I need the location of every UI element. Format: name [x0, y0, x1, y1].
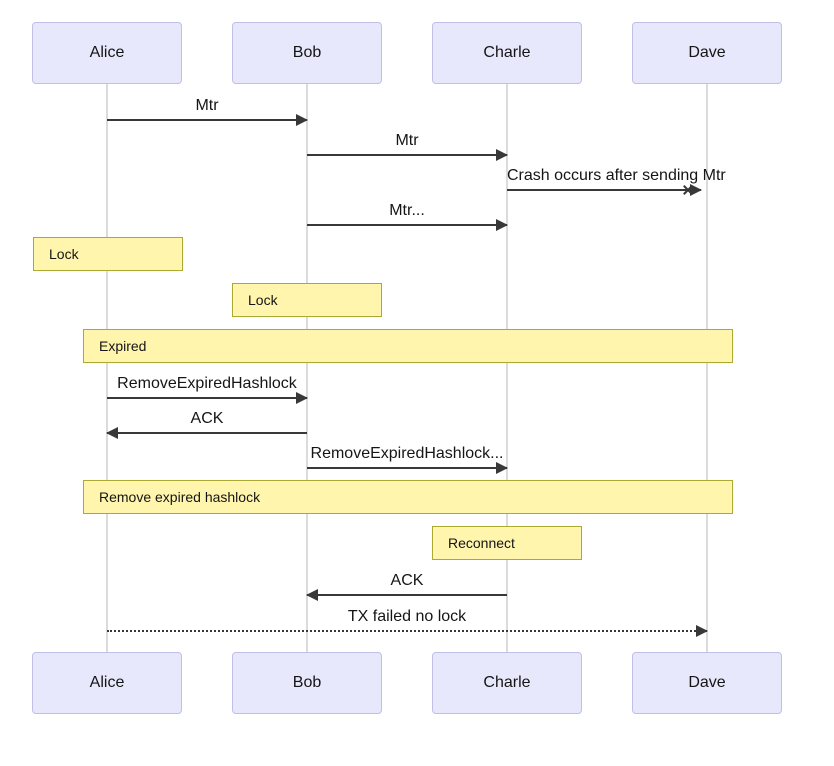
message-label: Mtr — [395, 132, 419, 149]
message-txfailed-alice-dave: TX failed no lock — [107, 606, 708, 637]
message-mtr-bob-charle: Mtr — [307, 130, 508, 161]
message-label: Crash occurs after sending Mtr — [507, 167, 726, 184]
arrowhead-right-icon — [296, 114, 308, 126]
actor-bottom-charle: Charle — [432, 652, 582, 714]
actor-label: Charle — [483, 674, 531, 691]
actor-top-dave: Dave — [632, 22, 782, 84]
note-lock-alice: Lock — [33, 237, 183, 271]
actor-label: Bob — [292, 44, 322, 61]
note-label: Lock — [248, 292, 278, 308]
actor-label: Bob — [292, 674, 322, 691]
note-lock-bob: Lock — [232, 283, 382, 317]
lifeline-dave — [706, 84, 708, 652]
note-label: Reconnect — [448, 535, 515, 551]
message-line — [307, 594, 507, 596]
arrowhead-right-icon — [696, 625, 708, 637]
actor-bottom-dave: Dave — [632, 652, 782, 714]
message-line-dotted — [107, 630, 707, 632]
arrowhead-right-icon — [496, 149, 508, 161]
message-line — [307, 154, 507, 156]
arrowhead-right-icon — [496, 462, 508, 474]
message-label: TX failed no lock — [347, 608, 467, 625]
note-reconnect-charle: Reconnect — [432, 526, 582, 560]
message-label: RemoveExpiredHashlock... — [310, 445, 504, 462]
actor-top-bob: Bob — [232, 22, 382, 84]
lifeline-bob — [306, 84, 308, 652]
message-label: Mtr — [195, 97, 219, 114]
message-label: Mtr... — [389, 202, 425, 219]
message-line — [107, 119, 307, 121]
message-ack-charle-bob: ACK — [306, 570, 507, 601]
actor-label: Alice — [89, 674, 125, 691]
message-mtr-alice-bob: Mtr — [107, 95, 308, 126]
actor-label: Alice — [89, 44, 125, 61]
message-crash-charle-dave: Crash occurs after sending Mtr — [507, 165, 726, 196]
message-removeexpiredhashlock-bob-charle: RemoveExpiredHashlock... — [307, 443, 508, 474]
actor-top-charle: Charle — [432, 22, 582, 84]
message-ack-bob-alice: ACK — [106, 408, 307, 439]
message-line — [107, 397, 307, 399]
actor-bottom-alice: Alice — [32, 652, 182, 714]
actor-top-alice: Alice — [32, 22, 182, 84]
message-label: ACK — [390, 572, 424, 589]
note-label: Lock — [49, 246, 79, 262]
note-expired: Expired — [83, 329, 733, 363]
note-remove-expired-hashlock: Remove expired hashlock — [83, 480, 733, 514]
actor-label: Dave — [688, 674, 726, 691]
lifeline-alice — [106, 84, 108, 652]
message-line — [107, 432, 307, 434]
arrowhead-left-icon — [106, 427, 118, 439]
lifeline-charle — [506, 84, 508, 652]
message-label: RemoveExpiredHashlock — [117, 375, 297, 392]
message-line — [507, 189, 701, 191]
note-label: Expired — [99, 338, 147, 354]
actor-label: Dave — [688, 44, 726, 61]
message-line — [307, 467, 507, 469]
actor-label: Charle — [483, 44, 531, 61]
message-removeexpiredhashlock-alice-bob: RemoveExpiredHashlock — [107, 373, 308, 404]
arrowhead-right-icon — [496, 219, 508, 231]
message-line — [307, 224, 507, 226]
arrowhead-left-icon — [306, 589, 318, 601]
arrowhead-right-icon — [296, 392, 308, 404]
message-mtr-retry-bob-charle: Mtr... — [307, 200, 508, 231]
message-label: ACK — [190, 410, 224, 427]
note-label: Remove expired hashlock — [99, 489, 261, 505]
arrowhead-right-icon — [690, 184, 702, 196]
actor-bottom-bob: Bob — [232, 652, 382, 714]
